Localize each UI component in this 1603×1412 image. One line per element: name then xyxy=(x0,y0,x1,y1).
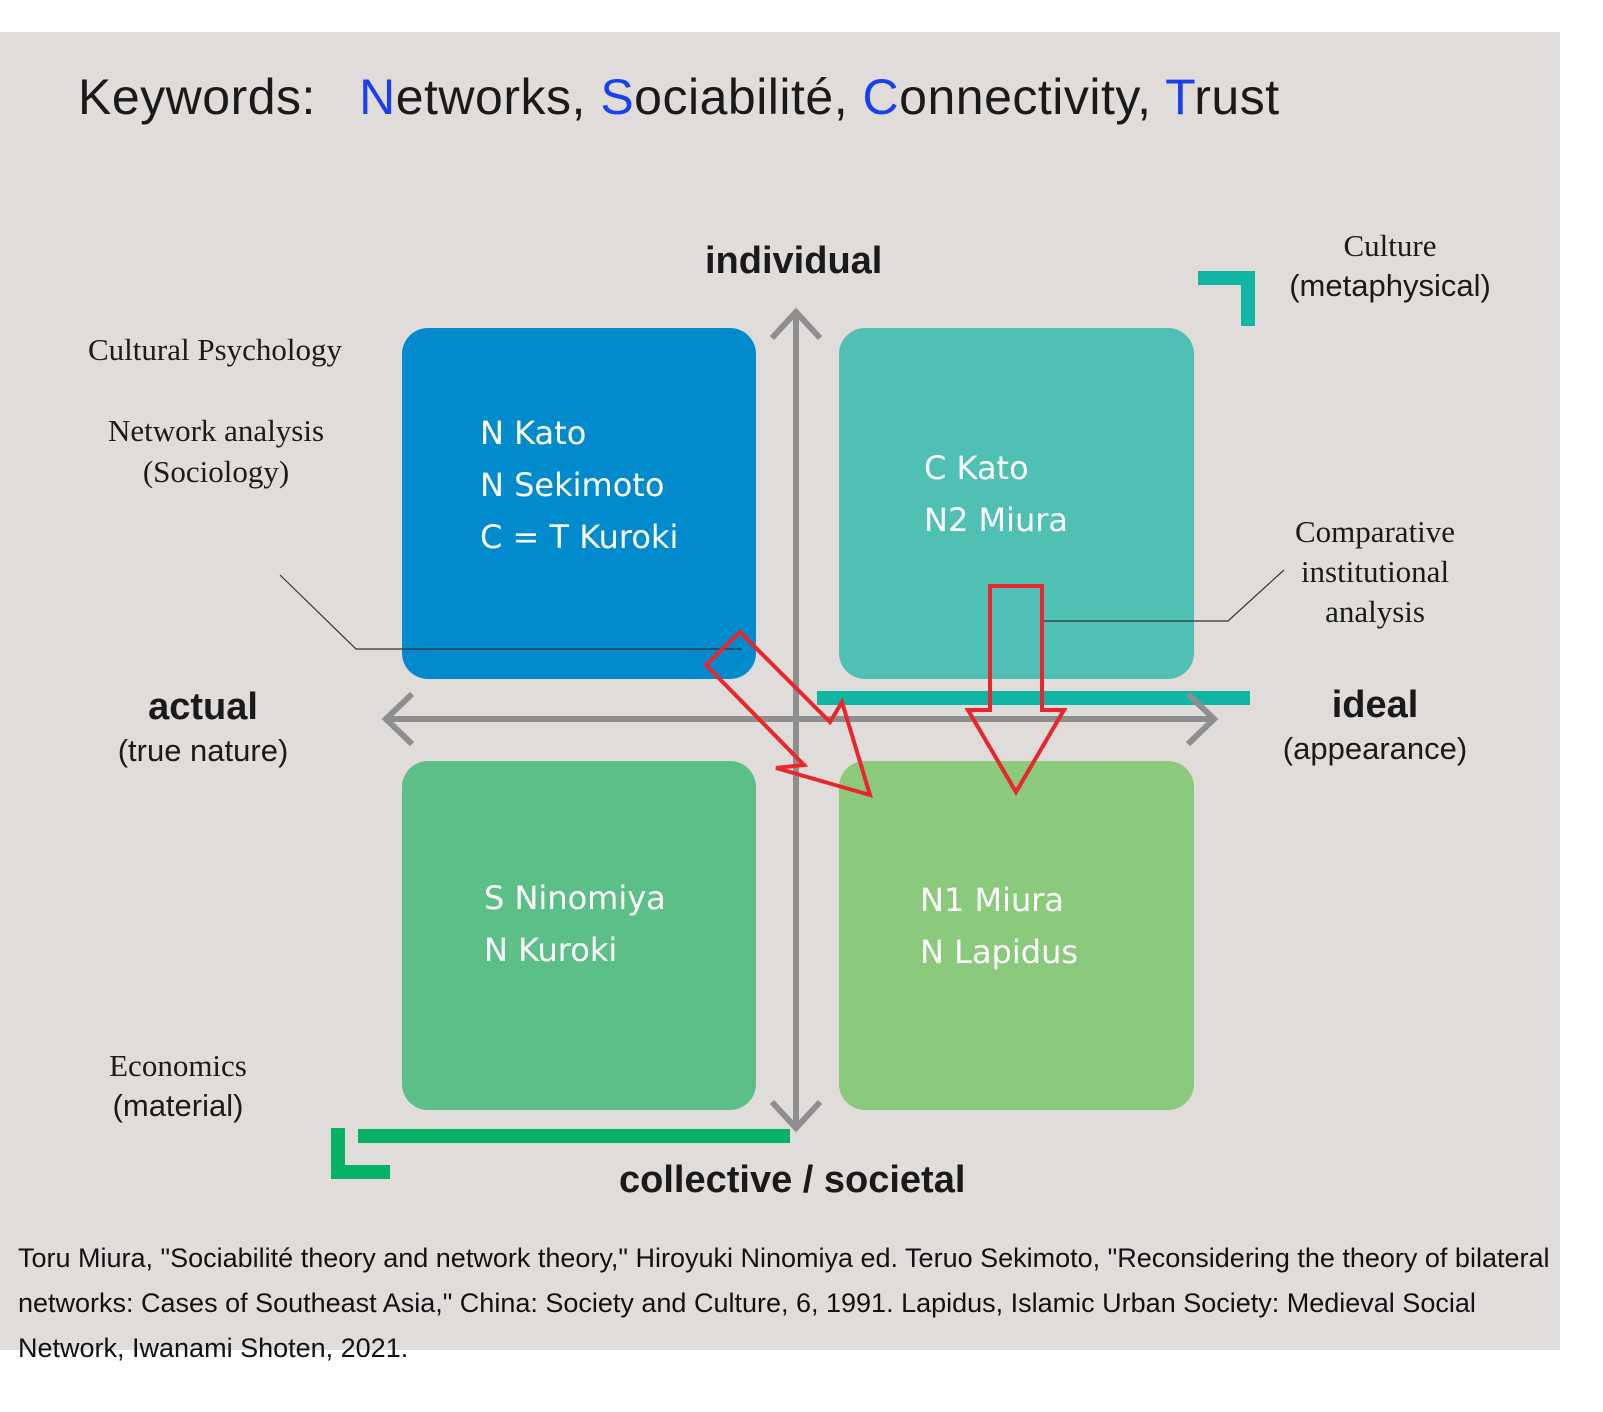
quadrant-top-left xyxy=(402,328,756,679)
keyword-initial: T xyxy=(1165,69,1195,125)
cultural-psychology-label: Cultural Psychology xyxy=(88,332,343,367)
axis-arrowhead-left xyxy=(381,691,415,747)
comparative-leader-line xyxy=(1040,569,1285,622)
quadrant-bottom-right-text: N1 Miura N Lapidus xyxy=(920,881,1079,971)
quadrant-bottom-left-text: S Ninomiya N Kuroki xyxy=(484,879,666,969)
axis-arrowhead-up xyxy=(769,307,823,341)
axis-label-top: individual xyxy=(705,240,883,282)
axis-label-bottom: collective / societal xyxy=(619,1159,966,1201)
quadrant-top-left-text: N Kato N Sekimoto C = T Kuroki xyxy=(480,414,679,556)
axis-label-right: ideal (appearance) xyxy=(1282,684,1468,766)
down-red-arrow xyxy=(964,584,1068,796)
diagonal-red-arrow xyxy=(703,629,873,798)
quadrant-bottom-right xyxy=(839,761,1194,1110)
network-analysis-label: Network analysis (Sociology) xyxy=(107,413,325,489)
economics-bracket xyxy=(331,1128,390,1179)
network-leader-line xyxy=(279,574,742,650)
keyword-initial: C xyxy=(862,69,900,125)
diagram-title: Keywords: Networks, Sociabilité, Connect… xyxy=(78,69,1280,125)
economics-label: Economics (material) xyxy=(109,1048,247,1123)
keyword-initial: S xyxy=(600,69,635,125)
axis-arrowhead-right xyxy=(1185,691,1219,747)
culture-bracket xyxy=(1198,271,1255,326)
quadrant-top-right-text: C Kato N2 Miura xyxy=(924,449,1069,539)
keyword-initial: N xyxy=(359,69,396,125)
quadrant-bottom-left xyxy=(402,761,756,1110)
comparative-analysis-label: Comparative institutional analysis xyxy=(1294,514,1456,629)
culture-label: Culture (metaphysical) xyxy=(1289,228,1491,303)
source-caption: Toru Miura, "Sociabilité theory and netw… xyxy=(18,1243,1550,1363)
axis-label-left: actual (true nature) xyxy=(117,686,289,768)
axis-arrowhead-down xyxy=(769,1099,823,1133)
